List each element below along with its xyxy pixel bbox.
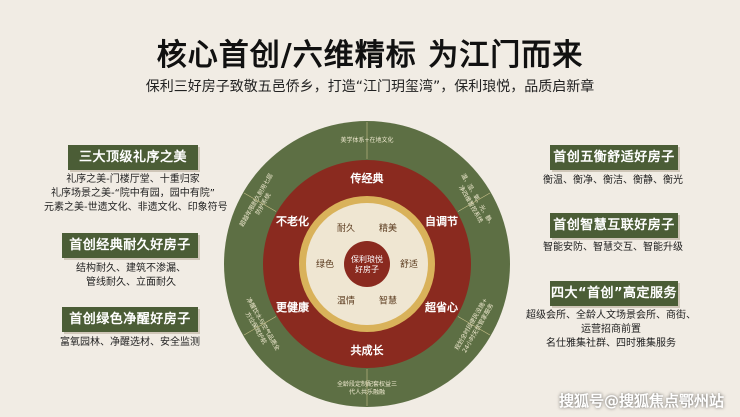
center-disc (344, 241, 390, 287)
panel-text: 礼序之美-门楼厅堂、十重归家 礼序场景之美-“院中有园，园中有院” 元素之美-世… (44, 174, 228, 213)
outer-ring-label: 全龄段定制配套权益三代人共乐融融 (337, 380, 397, 396)
inner-ring-label: 绿色 (316, 258, 334, 270)
middle-ring-label: 自调节 (425, 214, 458, 228)
panel-heading: 首创智慧互联好房子 (550, 213, 678, 238)
panel-text: 结构耐久、建筑不渗漏、 管线耐久、立面耐久 (76, 263, 186, 288)
outer-divider (243, 192, 277, 212)
panel-text: 富氧园林、净醒选材、安全监测 (60, 337, 200, 348)
panel-text: 超级会所、全龄人文场景会所、商街、 运营招商前置 名仕雅集社群、四时雅集服务 (526, 310, 696, 349)
page-title: 核心首创/六维精标 为江门而来 (156, 38, 584, 73)
outer-divider (457, 192, 491, 212)
inner-ring-label: 舒适 (400, 258, 418, 270)
panel-heading: 三大顶级礼序之美 (68, 145, 198, 170)
outer-divider (457, 316, 491, 336)
outer-ring-label: 美学体系+在地文化 (340, 136, 393, 144)
middle-ring-label: 传经典 (350, 171, 384, 185)
panel-text: 智能安防、智慧交互、智能升级 (543, 242, 683, 253)
inner-ring-label: 智慧 (379, 295, 397, 307)
panel-heading: 首创绿色净醒好房子 (62, 307, 198, 332)
center-label: 保利琅悦好房子 (351, 254, 383, 274)
ring-diagram: 美学体系+在地文化温、湿、氧、光、静、净四维智控系统规划全时段便民设施+24小时… (224, 121, 510, 407)
middle-ring-label: 更健康 (276, 300, 310, 314)
inner-ring-label: 精美 (379, 222, 397, 234)
panel-text: 衡温、衡净、衡洁、衡静、衡光 (543, 175, 683, 186)
panel-heading: 首创经典耐久好房子 (62, 233, 198, 258)
middle-ring-label: 不老化 (276, 214, 309, 228)
watermark: 搜狐号@搜狐焦点鄂州站 (558, 392, 724, 410)
outer-divider (243, 316, 277, 336)
page-subtitle: 保利三好房子致敬五邑侨乡，打造“江门玥玺湾”，保利琅悦，品质启新章 (145, 79, 595, 95)
inner-ring-label: 耐久 (337, 222, 355, 234)
inner-ring-label: 温情 (337, 295, 355, 307)
middle-ring-label: 超省心 (424, 300, 458, 314)
middle-ring-label: 共成长 (351, 343, 385, 357)
panel-heading: 首创五衡舒适好房子 (550, 145, 678, 170)
panel-heading: 四大“首创”高定服务 (550, 281, 678, 306)
